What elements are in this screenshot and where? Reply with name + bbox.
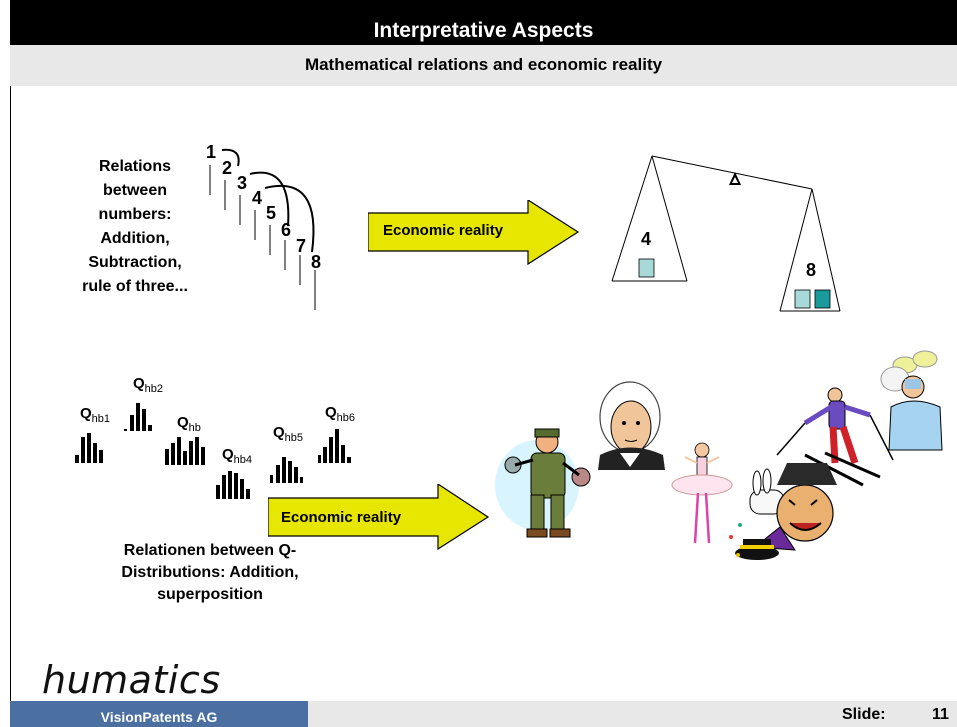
q-label-hb4: Qhb4 bbox=[222, 446, 253, 466]
number-3: 3 bbox=[237, 173, 248, 193]
q-label-hb1: Qhb1 bbox=[80, 405, 111, 425]
distributions-line: superposition bbox=[157, 586, 263, 603]
slide-number: 11 bbox=[932, 706, 949, 723]
number-7: 7 bbox=[296, 236, 307, 256]
relations-line: rule of three... bbox=[82, 278, 188, 295]
number-6: 6 bbox=[281, 220, 292, 240]
relations-text: Relations between numbers: Addition, Sub… bbox=[55, 155, 215, 299]
surgeon-figure bbox=[880, 350, 943, 451]
distributions-text: Relationen between Q- Distributions: Add… bbox=[60, 540, 360, 606]
title-bar bbox=[10, 0, 957, 45]
number-connectors bbox=[209, 148, 316, 310]
economic-reality-arrow-bottom bbox=[268, 484, 490, 550]
number-1: 1 bbox=[206, 142, 217, 162]
economic-reality-arrow-top bbox=[368, 200, 580, 266]
slide-label: Slide: bbox=[842, 706, 886, 723]
ballerina-figure bbox=[671, 442, 733, 544]
humatics-logo: humatics bbox=[42, 658, 221, 702]
q-distribution-bars bbox=[75, 403, 351, 499]
distributions-line: Relationen between Q- bbox=[123, 542, 297, 559]
footer-company-bar bbox=[10, 701, 308, 727]
arrow-top-label: Economic reality bbox=[383, 222, 504, 239]
q-label-hb5: Qhb5 bbox=[273, 424, 304, 444]
weight-box bbox=[794, 289, 811, 309]
balance-left-value: 4 bbox=[641, 229, 652, 249]
left-border-line bbox=[10, 86, 11, 701]
relations-line: numbers: bbox=[98, 206, 172, 223]
relations-line: Subtraction, bbox=[88, 254, 182, 271]
slide-title: Interpretative Aspects bbox=[373, 19, 594, 42]
number-4: 4 bbox=[252, 188, 263, 208]
mechanic-figure bbox=[495, 428, 591, 538]
arrow-bottom-label: Economic reality bbox=[281, 509, 402, 526]
relations-line: between bbox=[102, 182, 167, 199]
q-label-hb6: Qhb6 bbox=[325, 404, 356, 424]
skier-figure bbox=[776, 387, 894, 487]
washington-portrait bbox=[598, 381, 665, 470]
balance-right-value: 8 bbox=[806, 260, 817, 280]
number-2: 2 bbox=[222, 158, 233, 178]
relations-line: Addition, bbox=[100, 230, 170, 247]
q-label-hb: Qhb bbox=[177, 414, 201, 434]
distributions-line: Distributions: Addition, bbox=[121, 564, 299, 581]
number-8: 8 bbox=[311, 252, 322, 272]
q-label-hb2: Qhb2 bbox=[133, 375, 164, 395]
footer-company-name: VisionPatents AG bbox=[100, 709, 218, 725]
number-5: 5 bbox=[266, 203, 277, 223]
subtitle-bar bbox=[10, 45, 957, 86]
balance-scale bbox=[611, 155, 841, 312]
relations-line: Relations bbox=[98, 158, 171, 175]
clipart-people bbox=[495, 350, 943, 560]
weight-box bbox=[814, 289, 831, 309]
slide-subtitle: Mathematical relations and economic real… bbox=[304, 55, 663, 74]
weight-box bbox=[638, 258, 655, 278]
magician-figure bbox=[729, 463, 837, 560]
